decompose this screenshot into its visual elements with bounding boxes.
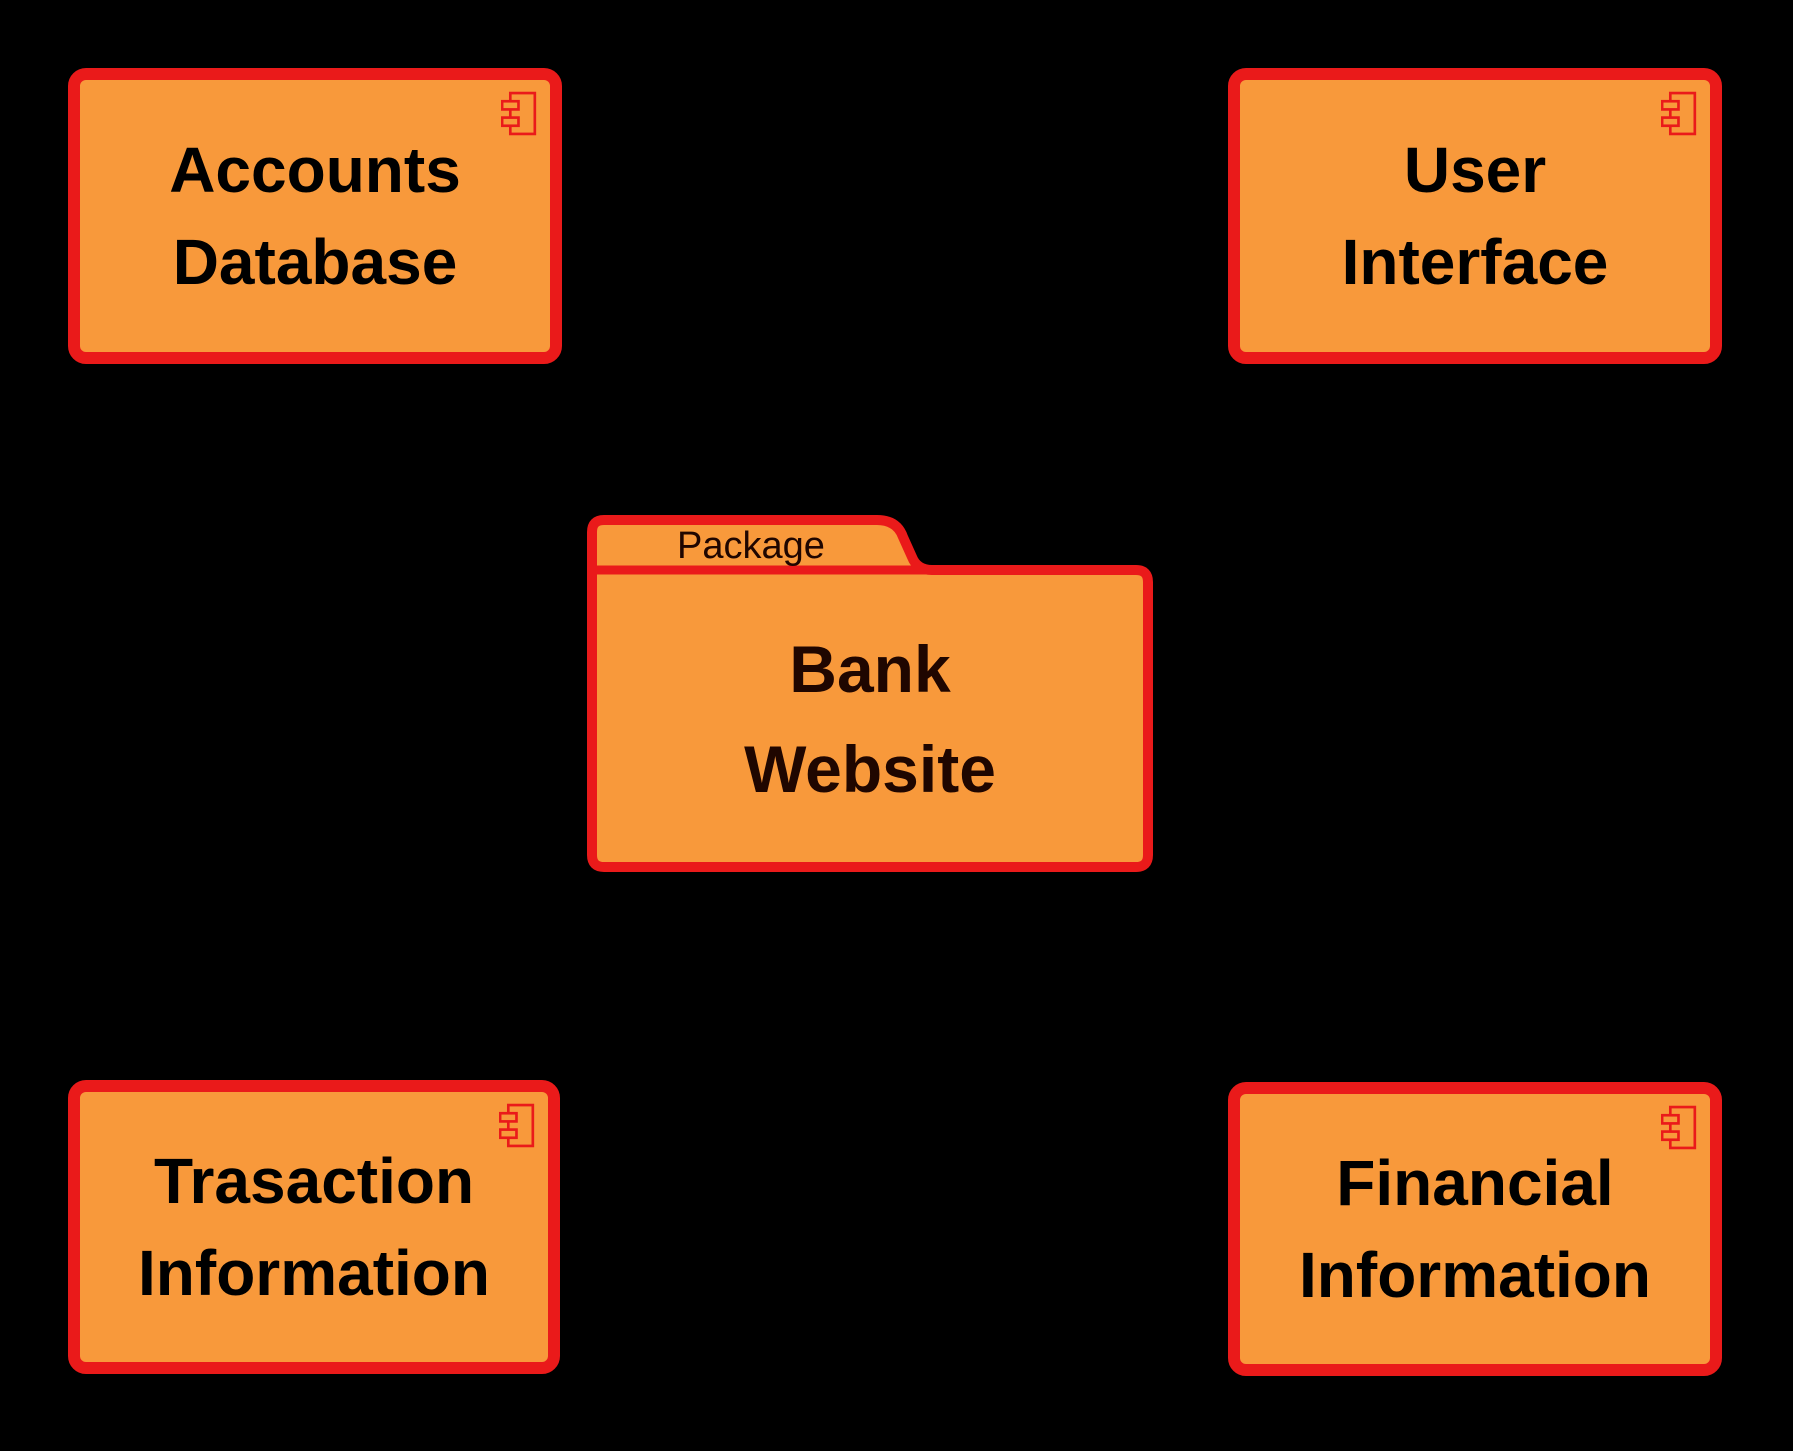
component-icon (499, 1103, 535, 1148)
component-label-line: Information (138, 1237, 490, 1309)
package-folder-shape (587, 515, 1153, 872)
component-label: Trasaction Information (138, 1135, 490, 1319)
package-name-line: Website (744, 731, 996, 806)
component-label-line: Information (1299, 1239, 1651, 1311)
component-label: Accounts Database (169, 124, 461, 308)
component-transaction-information: Trasaction Information (68, 1080, 560, 1374)
component-label-line: Interface (1341, 226, 1609, 298)
package-name: Bank Website (592, 570, 1148, 867)
component-icon (1661, 1105, 1697, 1150)
component-label-line: Accounts (169, 134, 461, 206)
component-label-line: User (1403, 134, 1547, 206)
component-label: Financial Information (1299, 1137, 1651, 1321)
component-label-line: Financial (1336, 1147, 1614, 1219)
component-accounts-database: Accounts Database (68, 68, 562, 364)
component-icon (1661, 91, 1697, 136)
component-label: User Interface (1342, 124, 1609, 308)
component-user-interface: User Interface (1228, 68, 1722, 364)
component-label-line: Trasaction (153, 1145, 475, 1217)
component-icon (501, 91, 537, 136)
package-name-line: Bank (789, 631, 951, 706)
component-label-line: Database (172, 226, 458, 298)
component-financial-information: Financial Information (1228, 1082, 1722, 1376)
package-tab-label: Package (677, 525, 825, 567)
